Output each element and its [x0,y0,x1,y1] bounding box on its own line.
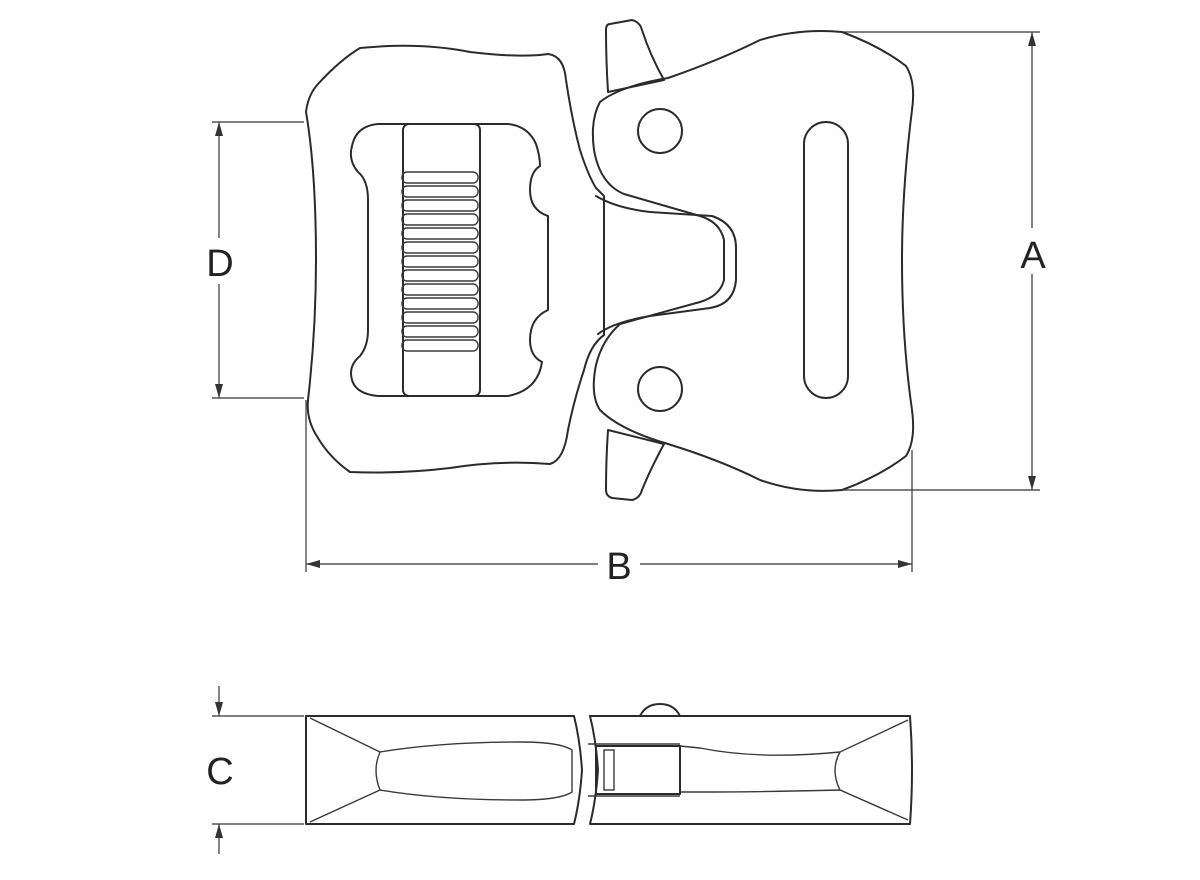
side-latch-knob [639,703,681,717]
dimension-c: C [206,686,304,854]
side-left-contour [309,717,573,823]
dimension-a: A [842,31,1054,491]
side-right-body [589,715,913,825]
upper-latch [605,19,665,93]
dimension-d: D [198,121,304,399]
side-left-body [305,715,583,825]
side-right-contour [679,719,909,821]
dimension-label-a: A [1020,235,1046,277]
dimension-b: B [305,400,913,588]
pivot-hole-bottom [637,366,683,412]
dim-b-arrow-left [306,560,320,568]
dim-a-arrow-bottom [1028,476,1036,490]
grip-ribs [401,171,479,352]
dimension-label-d: D [206,243,233,285]
dim-d-arrow-top [215,122,223,136]
dim-a-arrow-top [1028,32,1036,46]
strap-slot [803,121,849,399]
side-tongue-slot [595,745,681,795]
side-view [305,703,913,825]
lower-latch [605,429,665,501]
dim-c-arrow-bottom [215,824,223,838]
male-part-outline [305,44,605,474]
dimension-label-c: C [206,751,233,793]
dimension-label-b: B [606,546,631,588]
pivot-hole-top [637,108,683,154]
dim-c-arrow-top [215,702,223,716]
female-part-outline [591,30,915,492]
dim-d-arrow-bottom [215,384,223,398]
dim-b-arrow-right [898,560,912,568]
male-window [349,123,549,397]
strap-bar [402,123,481,397]
top-view [305,19,915,501]
female-tongue-contour [595,195,737,335]
